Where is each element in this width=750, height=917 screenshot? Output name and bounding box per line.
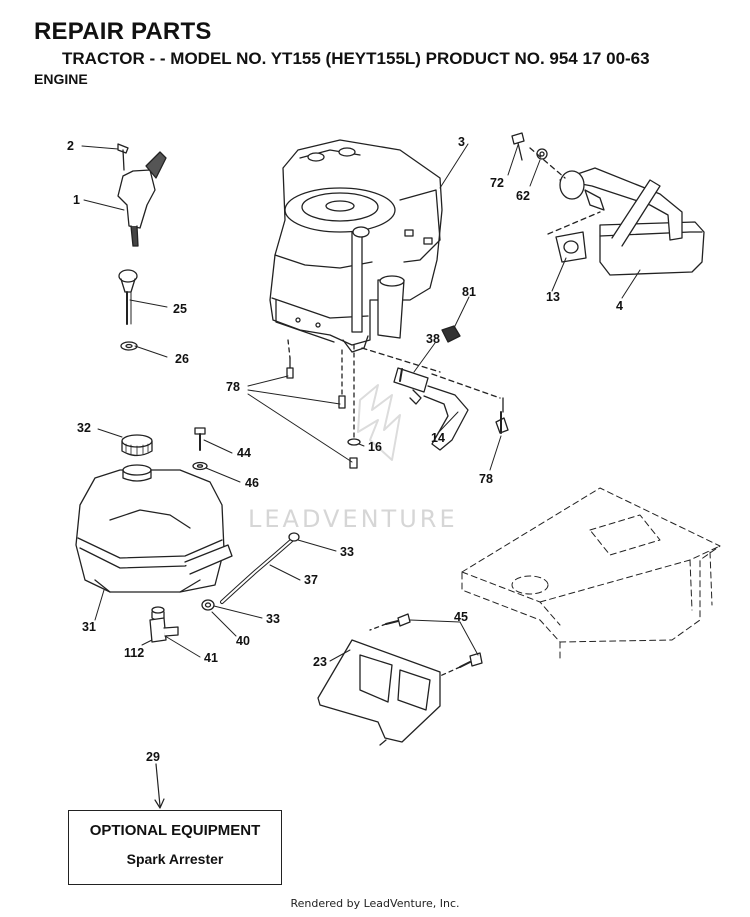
render-footer: Rendered by LeadVenture, Inc.: [290, 897, 460, 910]
page-title: REPAIR PARTS: [34, 18, 212, 45]
watermark: LEADVENTURE: [248, 384, 458, 533]
callout-25: 25: [173, 302, 187, 316]
callout-33-bottom: 33: [266, 612, 280, 626]
callout-29: 29: [146, 750, 160, 764]
optional-equipment-item: Spark Arrester: [126, 851, 224, 867]
section-title: ENGINE: [34, 71, 88, 87]
optional-equipment-title: OPTIONAL EQUIPMENT: [89, 822, 261, 839]
callout-4: 4: [616, 299, 623, 313]
callout-16: 16: [368, 440, 382, 454]
fuel-line-parts: [361, 325, 509, 451]
muffler-part: [511, 132, 705, 276]
tractor-frame: [461, 487, 721, 661]
engine-bolt-parts: [286, 339, 361, 469]
callout-26: 26: [175, 352, 189, 366]
callout-labels: 2 1 3 72 62 13 4 81 38 25 26 78 14 16 78…: [67, 135, 623, 764]
callout-33-top: 33: [340, 545, 354, 559]
callout-78-left: 78: [226, 380, 240, 394]
callout-72: 72: [490, 176, 504, 190]
engine-part: [269, 139, 443, 353]
optional-equipment-box: OPTIONAL EQUIPMENT Spark Arrester: [68, 810, 282, 885]
callout-81: 81: [462, 285, 476, 299]
callout-62: 62: [516, 189, 530, 203]
callout-38: 38: [426, 332, 440, 346]
callout-46: 46: [245, 476, 259, 490]
callout-112: 112: [124, 646, 144, 660]
callout-44: 44: [237, 446, 251, 460]
callout-31: 31: [82, 620, 96, 634]
screw-washer-parts: [192, 427, 208, 471]
fuel-hose-parts: [149, 532, 300, 643]
callout-23: 23: [313, 655, 327, 669]
callout-2: 2: [67, 139, 74, 153]
callout-3: 3: [458, 135, 465, 149]
callout-37: 37: [304, 573, 318, 587]
model-subtitle: TRACTOR - - MODEL NO. YT155 (HEYT155L) P…: [62, 49, 650, 68]
callout-14: 14: [431, 431, 445, 445]
callout-13: 13: [546, 290, 560, 304]
callout-40: 40: [236, 634, 250, 648]
callout-45: 45: [454, 610, 468, 624]
fuel-tank-part: [75, 464, 233, 593]
fuel-cap-part: [121, 434, 153, 457]
leader-lines: [81, 143, 641, 809]
choke-knob-part: [118, 269, 138, 351]
callout-1: 1: [73, 193, 80, 207]
callout-32: 32: [77, 421, 91, 435]
watermark-text: LEADVENTURE: [248, 505, 458, 533]
callout-78-right: 78: [479, 472, 493, 486]
heat-shield-part: [317, 613, 483, 746]
throttle-control-part: [117, 143, 167, 247]
callout-41: 41: [204, 651, 218, 665]
